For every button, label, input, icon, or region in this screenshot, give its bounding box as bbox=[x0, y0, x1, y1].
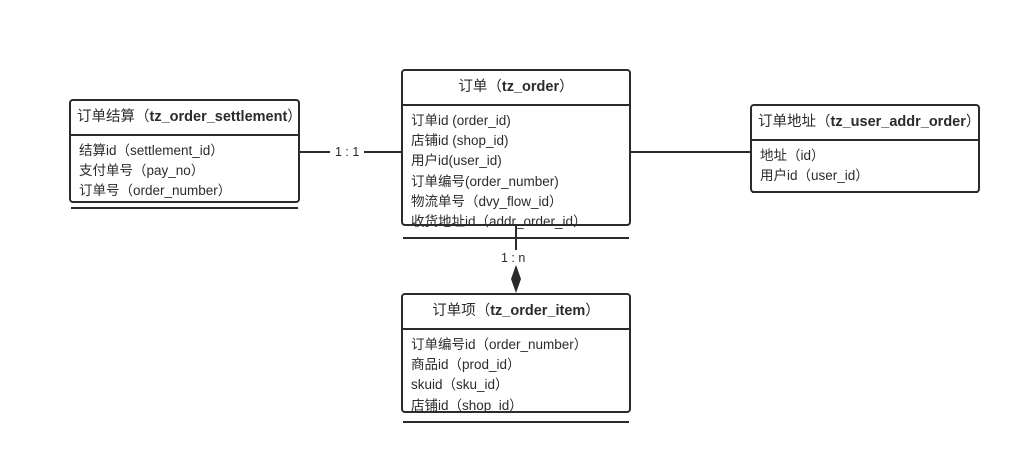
attribute-row: 订单号（order_number） bbox=[79, 183, 232, 199]
paren-open: （ bbox=[816, 114, 831, 130]
attribute-list-tz-order: 订单id (order_id) 店铺id (shop_id) 用户id(user… bbox=[403, 106, 629, 240]
entity-tz-order-item[interactable]: 订单项（tz_order_item） 订单编号id（order_number） … bbox=[401, 293, 631, 423]
attribute-row: 商品id（prod_id） bbox=[411, 357, 521, 373]
attribute-row: 用户id(user_id) bbox=[411, 153, 502, 169]
entity-table-name: tz_order_settlement bbox=[149, 109, 288, 125]
attribute-row: 订单编号id（order_number） bbox=[411, 336, 588, 352]
paren-close: ） bbox=[287, 109, 302, 125]
attribute-list-tz-order-settlement: 结算id（settlement_id） 支付单号（pay_no） 订单号（ord… bbox=[71, 136, 298, 209]
entity-name-cn: 订单 bbox=[458, 79, 488, 95]
attribute-row: 用户id（user_id） bbox=[760, 168, 869, 184]
attribute-row: 支付单号（pay_no） bbox=[79, 163, 205, 179]
attribute-row: skuid（sku_id） bbox=[411, 377, 509, 393]
attribute-row: 收货地址id（addr_order_id） bbox=[411, 214, 587, 230]
entity-tz-user-addr-order[interactable]: 订单地址（tz_user_addr_order） 地址（id） 用户id（use… bbox=[750, 104, 981, 194]
entity-tz-order[interactable]: 订单（tz_order） 订单id (order_id) 店铺id (shop_… bbox=[401, 69, 631, 240]
entity-title-tz-order: 订单（tz_order） bbox=[403, 71, 629, 106]
entity-name-cn: 订单项 bbox=[432, 303, 476, 319]
attribute-row: 订单id (order_id) bbox=[411, 112, 511, 128]
entity-table-name: tz_order bbox=[501, 79, 560, 95]
filled-diamond-arrow-icon bbox=[507, 264, 525, 299]
paren-open: （ bbox=[475, 303, 491, 319]
entity-title-tz-order-settlement: 订单结算（tz_order_settlement） bbox=[71, 101, 302, 136]
attribute-row: 店铺id（shop_id） bbox=[411, 397, 523, 413]
paren-open: （ bbox=[487, 79, 502, 95]
entity-table-name: tz_order_item bbox=[490, 303, 586, 319]
edge-label-order-orderitem: 1 : n bbox=[496, 250, 531, 267]
edge-order-address[interactable] bbox=[631, 151, 750, 153]
entity-title-tz-order-item: 订单项（tz_order_item） bbox=[403, 295, 629, 330]
edge-label-settlement-order: 1 : 1 bbox=[330, 144, 365, 161]
paren-close: ） bbox=[559, 79, 574, 95]
paren-close: ） bbox=[585, 303, 600, 319]
attribute-row: 结算id（settlement_id） bbox=[79, 142, 224, 158]
entity-tz-order-settlement[interactable]: 订单结算（tz_order_settlement） 结算id（settlemen… bbox=[69, 99, 302, 209]
entity-title-tz-user-addr-order: 订单地址（tz_user_addr_order） bbox=[752, 106, 981, 141]
entity-name-cn: 订单地址 bbox=[758, 114, 816, 130]
entity-table-name: tz_user_addr_order bbox=[830, 114, 966, 130]
attribute-row: 物流单号（dvy_flow_id） bbox=[411, 193, 563, 209]
attribute-list-tz-order-item: 订单编号id（order_number） 商品id（prod_id） skuid… bbox=[403, 330, 629, 423]
attribute-row: 地址（id） bbox=[760, 147, 825, 163]
attribute-row: 店铺id (shop_id) bbox=[411, 133, 509, 149]
entity-name-cn: 订单结算 bbox=[77, 109, 135, 125]
attribute-list-tz-user-addr-order: 地址（id） 用户id（user_id） bbox=[752, 141, 978, 194]
paren-close: ） bbox=[965, 114, 981, 130]
paren-open: （ bbox=[135, 109, 150, 125]
attribute-row: 订单编号(order_number) bbox=[411, 173, 559, 189]
